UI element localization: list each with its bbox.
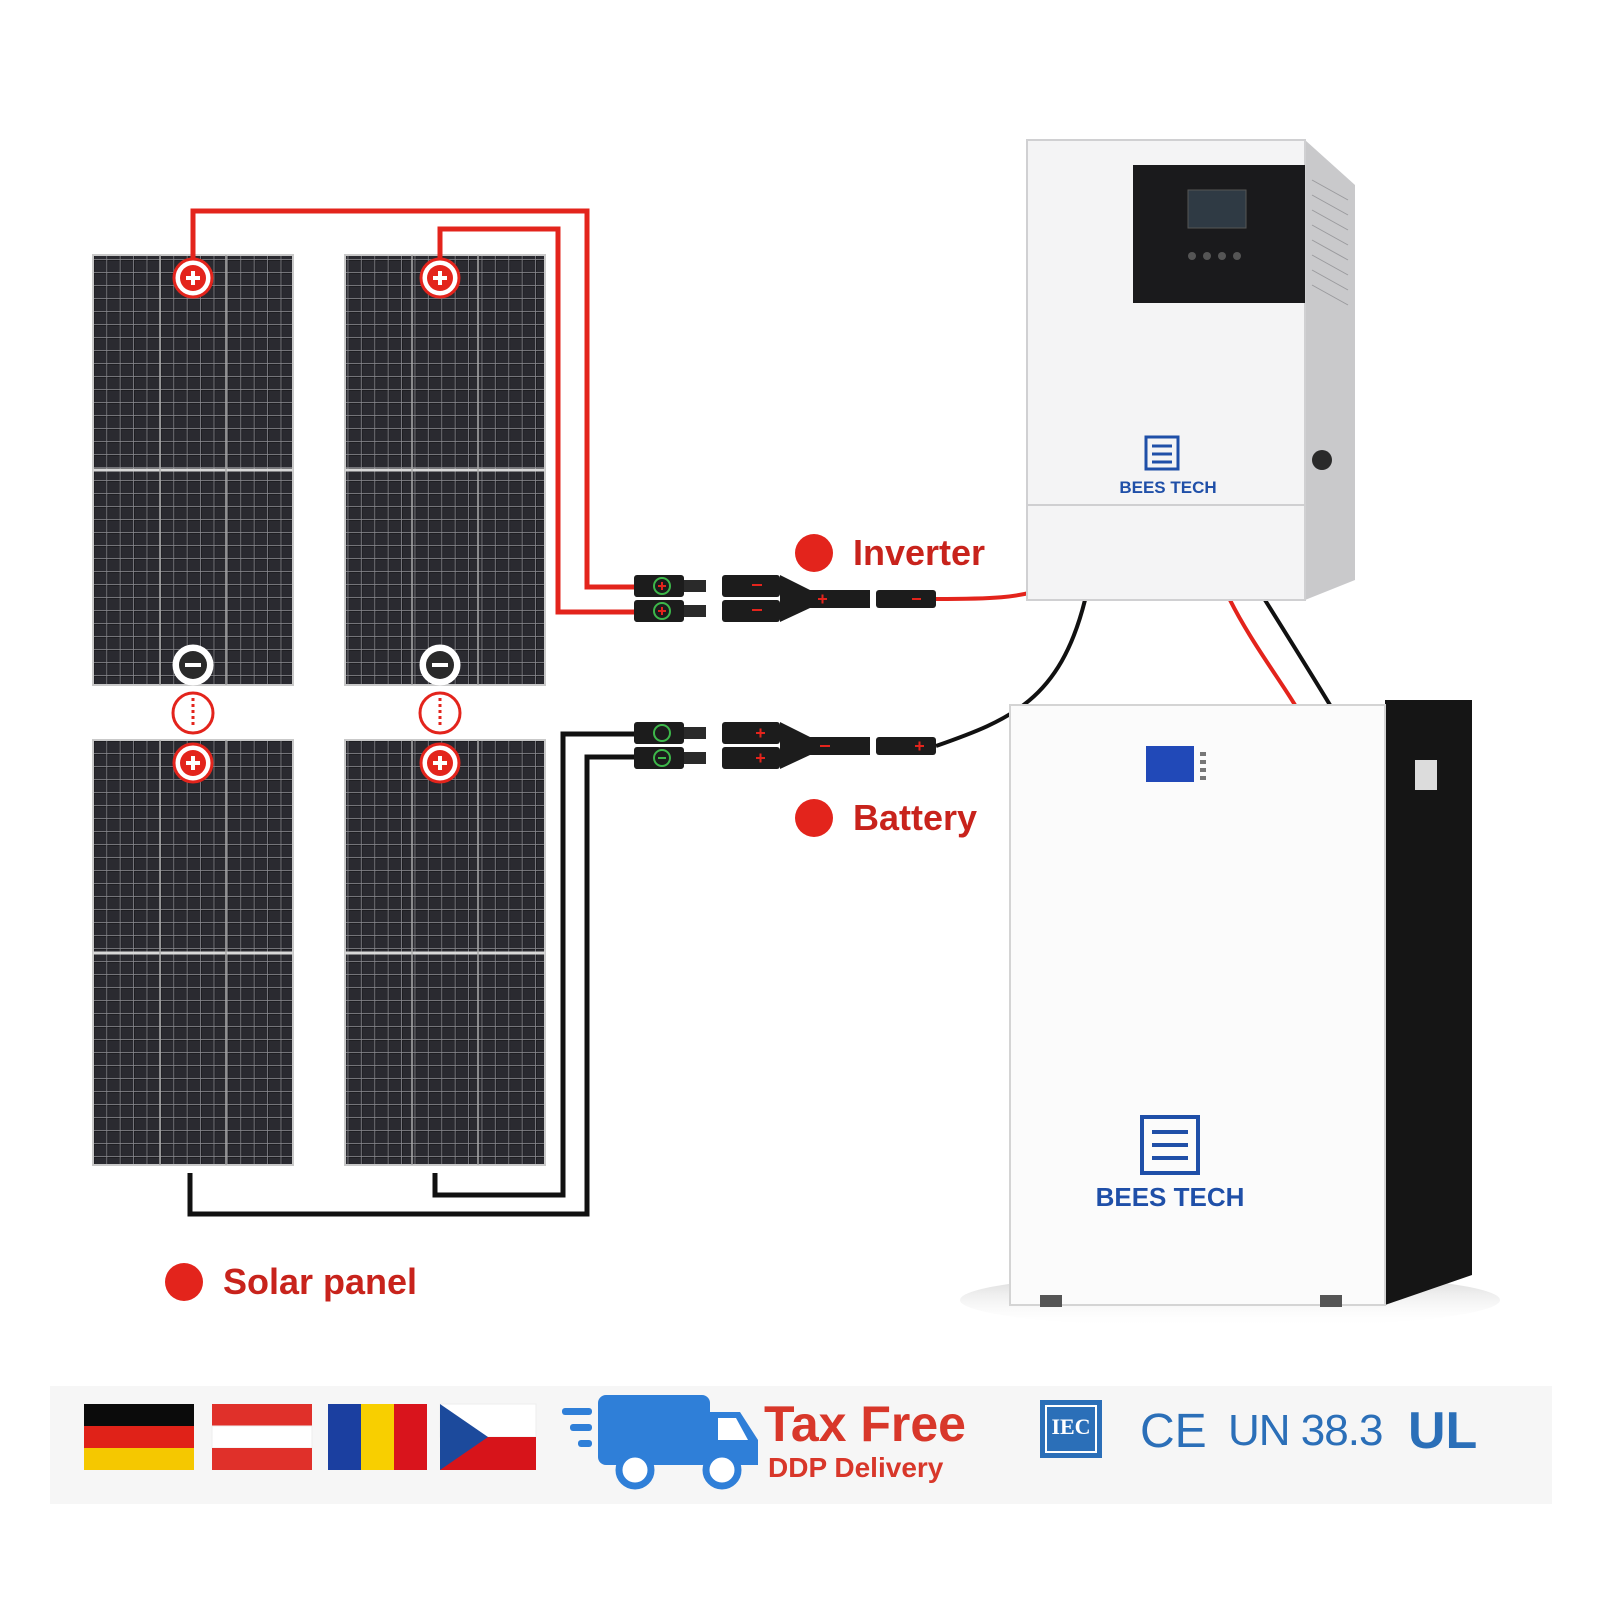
mc4-branch-connector-positive — [634, 575, 936, 622]
label-solar-panel: Solar panel — [165, 1261, 417, 1303]
tax-free-text: Tax Free — [764, 1396, 966, 1452]
label-battery: Battery — [795, 797, 977, 839]
plus-terminal-icon — [172, 742, 214, 784]
label-inverter-text: Inverter — [853, 532, 986, 573]
ul-mark-text: UL — [1408, 1402, 1478, 1460]
flag-czech-icon — [439, 1403, 537, 1470]
solar-panel-top-right — [344, 254, 546, 686]
flag-romania-icon — [328, 1404, 427, 1470]
inverter-brand: BEES TECH — [1119, 478, 1217, 497]
inverter-unit — [1026, 139, 1355, 601]
un-38-3-text: UN 38.3 — [1228, 1406, 1383, 1455]
red-dot-icon — [795, 534, 833, 572]
series-link-icon — [418, 691, 462, 735]
iec-text: IEC — [1051, 1414, 1091, 1439]
iec-logo-icon — [1040, 1400, 1102, 1458]
minus-terminal-icon — [172, 644, 214, 686]
red-dot-icon — [795, 799, 833, 837]
bees-tech-logo-icon — [1144, 435, 1180, 471]
pv-wires — [187, 208, 642, 1217]
plus-terminal-icon — [419, 742, 461, 784]
delivery-truck-icon — [562, 1395, 758, 1490]
battery-brand: BEES TECH — [1095, 1182, 1245, 1212]
label-inverter: Inverter — [795, 532, 985, 574]
ce-mark-text: CE — [1140, 1405, 1207, 1458]
mc4-branch-connector-negative — [634, 722, 936, 769]
series-link-icon — [171, 691, 215, 735]
label-solar-panel-text: Solar panel — [223, 1261, 418, 1302]
minus-terminal-icon — [419, 644, 461, 686]
solar-panel-bottom-left — [92, 739, 294, 1166]
flag-germany-icon — [84, 1404, 194, 1470]
bees-tech-logo-icon — [1140, 1115, 1200, 1175]
red-dot-icon — [165, 1263, 203, 1301]
label-battery-text: Battery — [853, 797, 978, 838]
ddp-delivery-text: DDP Delivery — [768, 1452, 944, 1483]
solar-panel-top-left — [92, 254, 294, 686]
flag-austria-icon — [211, 1404, 313, 1470]
plus-terminal-icon — [419, 257, 461, 299]
battery-unit — [960, 700, 1500, 1328]
solar-panel-bottom-right — [344, 739, 546, 1166]
plus-terminal-icon — [172, 257, 214, 299]
